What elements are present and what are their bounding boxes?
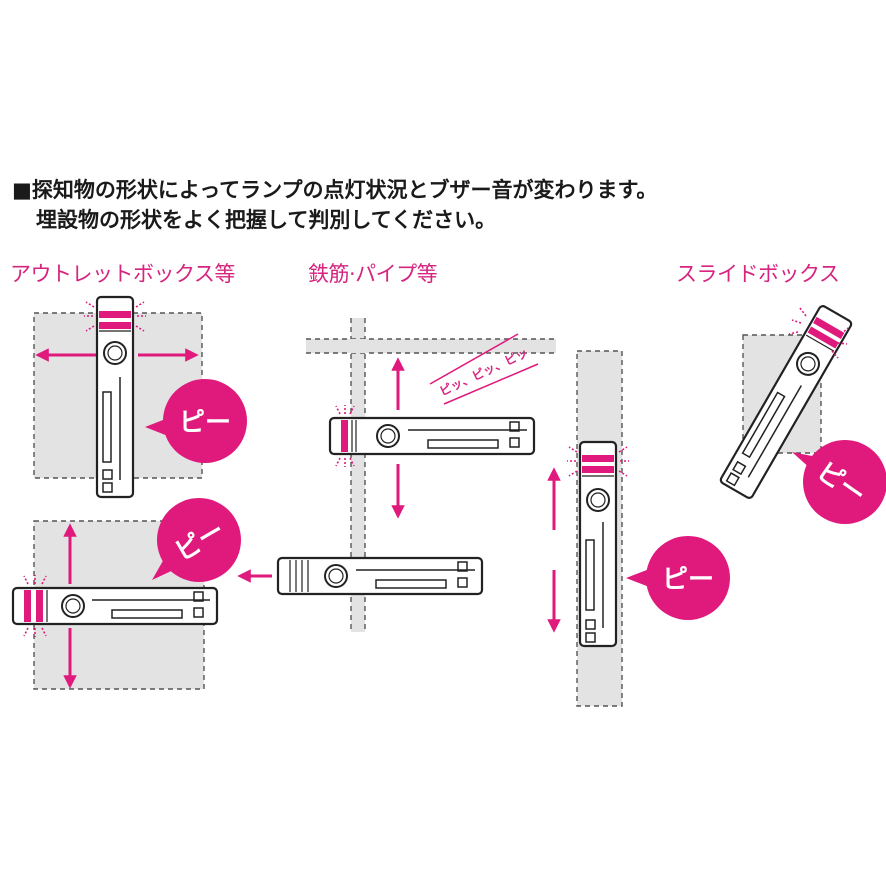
label-outlet-box: アウトレットボックス等 [10, 262, 235, 286]
lamp-sparkle [788, 307, 849, 359]
lamp-sparkle [567, 446, 629, 477]
detector-device [328, 416, 536, 456]
label-rebar-pipe: 鉄筋·パイプ等 [308, 262, 438, 286]
rebar-grid [306, 318, 556, 632]
detector-device [719, 305, 853, 499]
long-beep-text: ピー [662, 565, 714, 595]
lamp-sparkle [84, 301, 146, 332]
instruction-line-2: 埋設物の形状をよく把握して判別してください。 [36, 208, 497, 232]
detector-device [276, 556, 484, 596]
label-slide-box: スライドボックス [676, 262, 840, 286]
detector-device [11, 586, 219, 626]
lamp-sparkle [335, 405, 355, 467]
lamp-sparkle [23, 575, 47, 637]
detector-device [578, 440, 618, 648]
instruction-heading: ■探知物の形状によってランプの点灯状況とブザー音が変わります。 埋設物の形状をよ… [12, 175, 657, 235]
detector-device [95, 295, 135, 499]
speech-bubble-beep: ピー [152, 498, 241, 582]
speech-bubble-beep: ピー [626, 536, 730, 620]
long-beep-text: ピー [179, 408, 231, 438]
speech-bubble-beep: ピー [792, 440, 886, 524]
speech-bubble-beep: ピー [145, 379, 247, 463]
instruction-line-1: ■探知物の形状によってランプの点灯状況とブザー音が変わります。 [12, 178, 658, 202]
